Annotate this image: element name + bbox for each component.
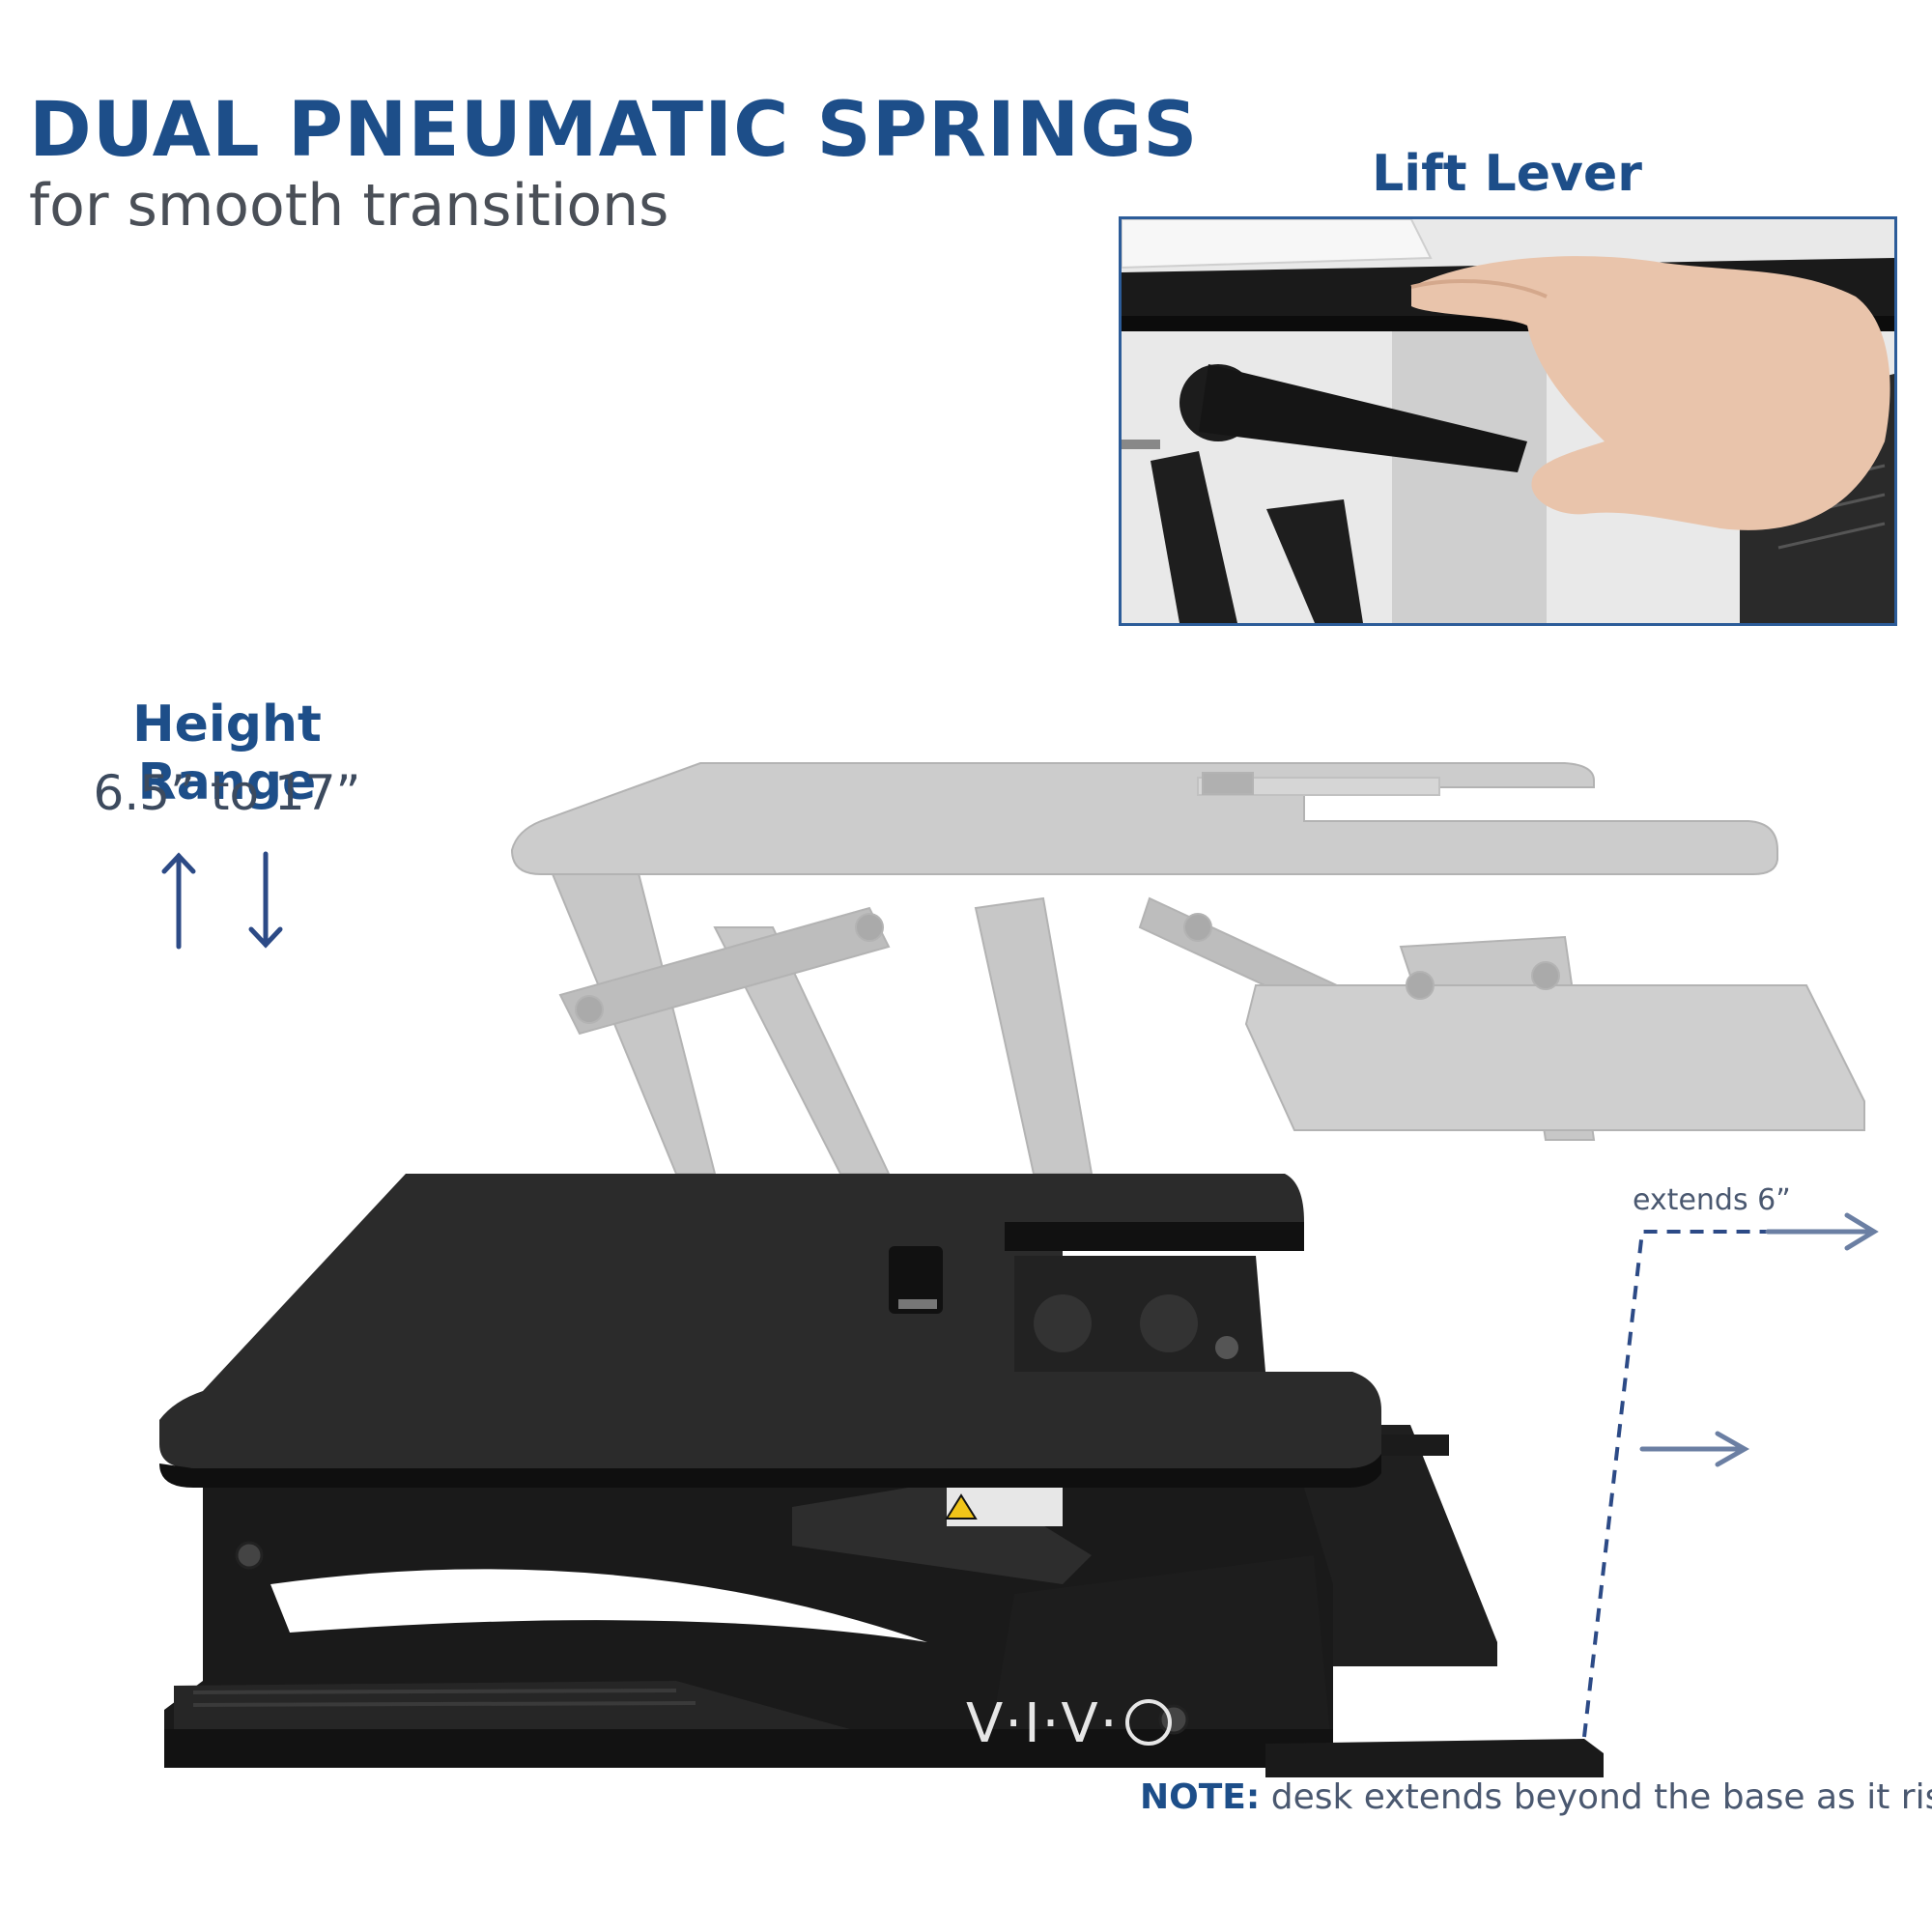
extension-guide xyxy=(1582,1230,1835,1738)
note-prefix: NOTE: xyxy=(1140,1777,1261,1817)
height-range-title: Height Range xyxy=(132,696,322,811)
logo-swirl-icon xyxy=(1124,1699,1172,1746)
extends-label: extends 6” xyxy=(1633,1183,1791,1217)
height-range-value: 6.5” to 17” xyxy=(93,765,361,821)
headline: DUAL PNEUMATIC SPRINGS xyxy=(29,87,1199,174)
up-down-arrows-icon xyxy=(161,851,283,950)
lift-lever-illustration xyxy=(1122,219,1894,623)
note-text: desk extends beyond the base as it rises xyxy=(1260,1777,1932,1817)
vivo-logo-text: V·I·V· xyxy=(966,1692,1120,1755)
footnote: NOTE: desk extends beyond the base as it… xyxy=(1140,1777,1932,1817)
extension-arrows xyxy=(1639,1212,1879,1467)
lowered-desk xyxy=(159,1174,1604,1777)
subheadline: for smooth transitions xyxy=(29,172,669,240)
raised-desk-ghost xyxy=(510,762,1865,1175)
lift-lever-inset-photo xyxy=(1119,216,1897,626)
lift-lever-title: Lift Lever xyxy=(1372,145,1642,203)
vivo-logo: V·I·V· xyxy=(966,1692,1172,1755)
